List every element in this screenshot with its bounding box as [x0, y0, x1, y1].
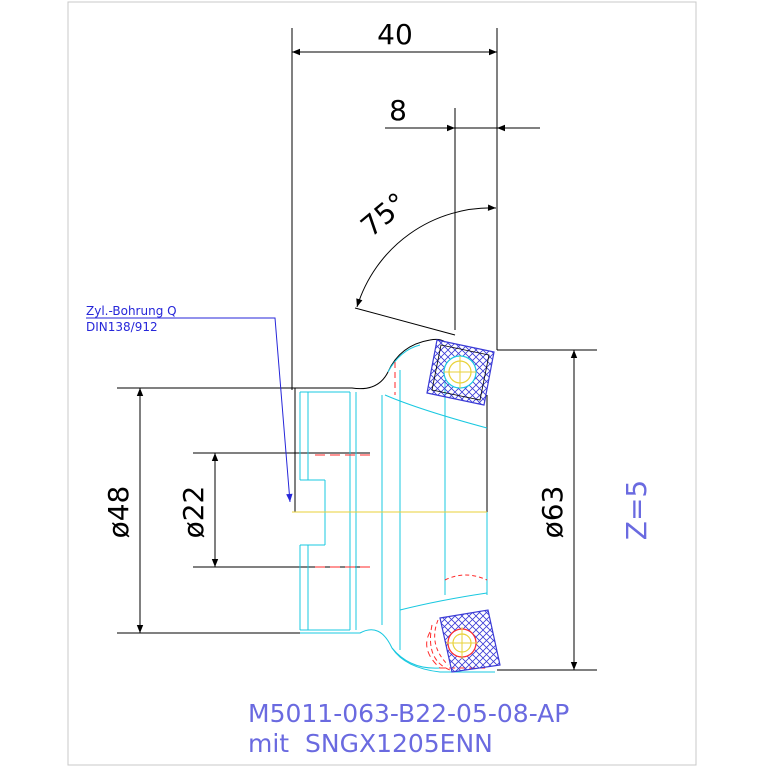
cutter-outline — [294, 338, 488, 512]
part-number: M5011-063-B22-05-08-AP — [248, 699, 569, 728]
sheet-frame — [67, 1, 697, 766]
insert-spec: mit SNGX1205ENN — [248, 729, 493, 758]
dimension-dia63-label: ø63 — [536, 486, 569, 539]
bore-callout: Zyl.-Bohrung Q DIN138/912 — [86, 304, 293, 503]
angle-75: 75° — [354, 186, 497, 336]
dimension-dia22-label: ø22 — [177, 486, 210, 539]
dimension-40-label: 40 — [377, 18, 413, 51]
callout-line1: Zyl.-Bohrung Q — [86, 304, 177, 318]
bottom-insert — [430, 609, 501, 673]
angle-75-label: 75° — [354, 186, 413, 243]
dimension-dia48: ø48 — [102, 387, 300, 634]
dimension-dia63: ø63 — [497, 349, 597, 671]
dimension-dia22: ø22 — [177, 452, 370, 568]
top-insert — [426, 339, 495, 406]
title-block: M5011-063-B22-05-08-AP mit SNGX1205ENN — [248, 699, 569, 758]
hidden-lines — [315, 362, 488, 669]
callout-line2: DIN138/912 — [86, 320, 158, 334]
dimension-8-label: 8 — [389, 94, 407, 127]
dimension-40: 40 — [291, 18, 498, 390]
teeth-count: Z=5 — [620, 480, 653, 540]
dimension-dia48-label: ø48 — [102, 486, 135, 539]
